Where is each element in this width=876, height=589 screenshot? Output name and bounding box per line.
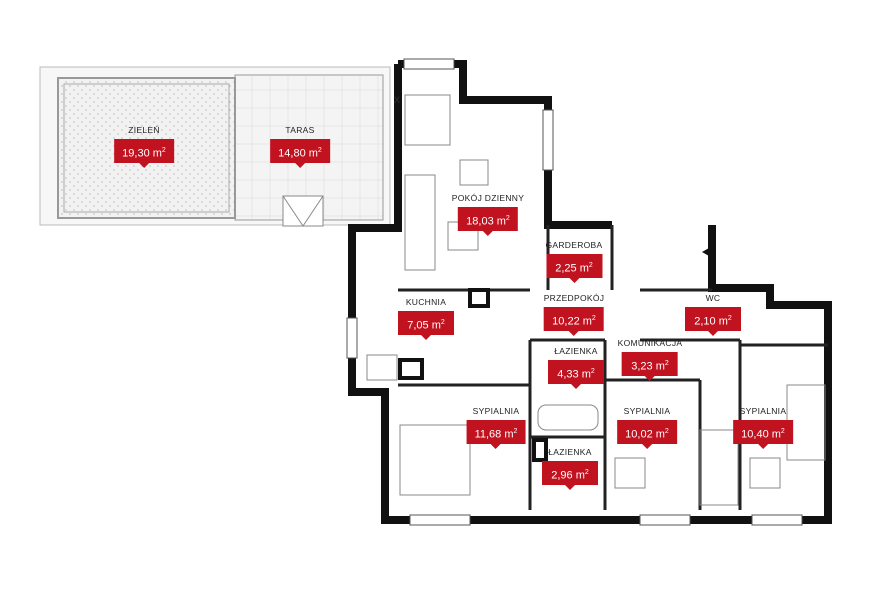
area-badge: 11,68 m2: [466, 420, 526, 449]
room-name: SYPIALNIA: [623, 406, 671, 416]
unit-exp: 2: [727, 315, 732, 322]
area-badge: 2,10 m2: [685, 307, 741, 336]
room-komunikacja: KOMUNIKACJA 3,23 m2: [617, 338, 683, 381]
unit-exp: 2: [440, 319, 445, 326]
area-value: 14,80: [278, 147, 306, 160]
room-name: KOMUNIKACJA: [617, 338, 683, 348]
unit-exp: 2: [505, 215, 510, 222]
unit: m: [582, 315, 592, 328]
room-name: PRZEDPOKÓJ: [543, 293, 605, 303]
room-kuchnia: KUCHNIA 7,05 m2: [398, 297, 454, 340]
room-name: WC: [705, 293, 721, 303]
windows: [346, 58, 803, 526]
room-pokoj-dzienny: POKÓJ DZIENNY 18,03 m2: [451, 193, 525, 236]
room-lazienka-2: ŁAZIENKA 2,96 m2: [542, 447, 598, 490]
unit: m: [655, 428, 665, 441]
unit-exp: 2: [591, 315, 596, 322]
unit-exp: 2: [664, 360, 669, 367]
unit: m: [504, 428, 514, 441]
unit: m: [308, 147, 318, 160]
room-zielen: ZIELEŃ 19,30 m2: [114, 125, 174, 168]
area-badge: 2,96 m2: [542, 461, 598, 490]
room-name: KUCHNIA: [405, 297, 447, 307]
unit-exp: 2: [161, 147, 166, 154]
room-name: POKÓJ DZIENNY: [451, 193, 525, 203]
unit-exp: 2: [780, 428, 785, 435]
area-badge: 14,80 m2: [270, 139, 330, 168]
room-przedpokoj: PRZEDPOKÓJ 10,22 m2: [543, 293, 605, 336]
unit: m: [581, 368, 591, 381]
unit: m: [655, 360, 665, 373]
entrance-arrow-icon: [702, 244, 716, 260]
area-value: 18,03: [466, 215, 494, 228]
unit: m: [152, 147, 162, 160]
room-name: SYPIALNIA: [472, 406, 520, 416]
unit: m: [575, 469, 585, 482]
unit: m: [431, 319, 441, 332]
marker-x: X: [394, 95, 401, 105]
unit-exp: 2: [588, 262, 593, 269]
area-value: 19,30: [122, 147, 150, 160]
area-badge: 10,40 m2: [733, 420, 793, 449]
column: [532, 438, 548, 462]
area-badge: 7,05 m2: [398, 311, 454, 340]
room-name: ŁAZIENKA: [554, 346, 598, 356]
unit-exp: 2: [590, 368, 595, 375]
area-value: 10,40: [741, 428, 769, 441]
unit-exp: 2: [513, 428, 518, 435]
room-garderoba: GARDEROBA 2,25 m2: [545, 240, 603, 283]
area-value: 10,02: [625, 428, 653, 441]
room-taras: TARAS 14,80 m2: [270, 125, 330, 168]
area-value: 4,33: [557, 368, 579, 381]
area-value: 3,23: [631, 360, 653, 373]
area-value: 10,22: [552, 315, 580, 328]
room-sypialnia-2: SYPIALNIA 10,02 m2: [617, 406, 677, 449]
room-lazienka: ŁAZIENKA 4,33 m2: [548, 346, 604, 389]
room-name: GARDEROBA: [545, 240, 603, 250]
area-badge: 4,33 m2: [548, 360, 604, 389]
room-name: ZIELEŃ: [128, 125, 160, 135]
area-badge: 10,22 m2: [544, 307, 604, 336]
column: [468, 288, 490, 308]
area-value: 7,05: [407, 319, 429, 332]
room-name: TARAS: [285, 125, 315, 135]
area-badge: 3,23 m2: [621, 352, 678, 381]
unit: m: [496, 215, 506, 228]
room-sypialnia-3: SYPIALNIA 10,40 m2: [733, 406, 793, 449]
area-value: 11,68: [474, 428, 502, 441]
room-name: SYPIALNIA: [739, 406, 787, 416]
unit-exp: 2: [584, 469, 589, 476]
area-badge: 10,02 m2: [617, 420, 677, 449]
unit: m: [579, 262, 589, 275]
room-name: ŁAZIENKA: [548, 447, 592, 457]
area-badge: 2,25 m2: [546, 254, 602, 283]
unit: m: [771, 428, 781, 441]
room-wc: WC 2,10 m2: [685, 293, 741, 336]
room-sypialnia-1: SYPIALNIA 11,68 m2: [466, 406, 526, 449]
area-badge: 18,03 m2: [458, 207, 518, 236]
area-value: 2,96: [551, 469, 573, 482]
terrace: [39, 66, 391, 227]
area-badge: 19,30 m2: [114, 139, 174, 168]
unit-exp: 2: [664, 428, 669, 435]
unit: m: [718, 315, 728, 328]
area-value: 2,10: [694, 315, 716, 328]
area-value: 2,25: [555, 262, 577, 275]
interior-walls: [398, 225, 828, 510]
unit-exp: 2: [317, 147, 322, 154]
column: [398, 358, 424, 380]
